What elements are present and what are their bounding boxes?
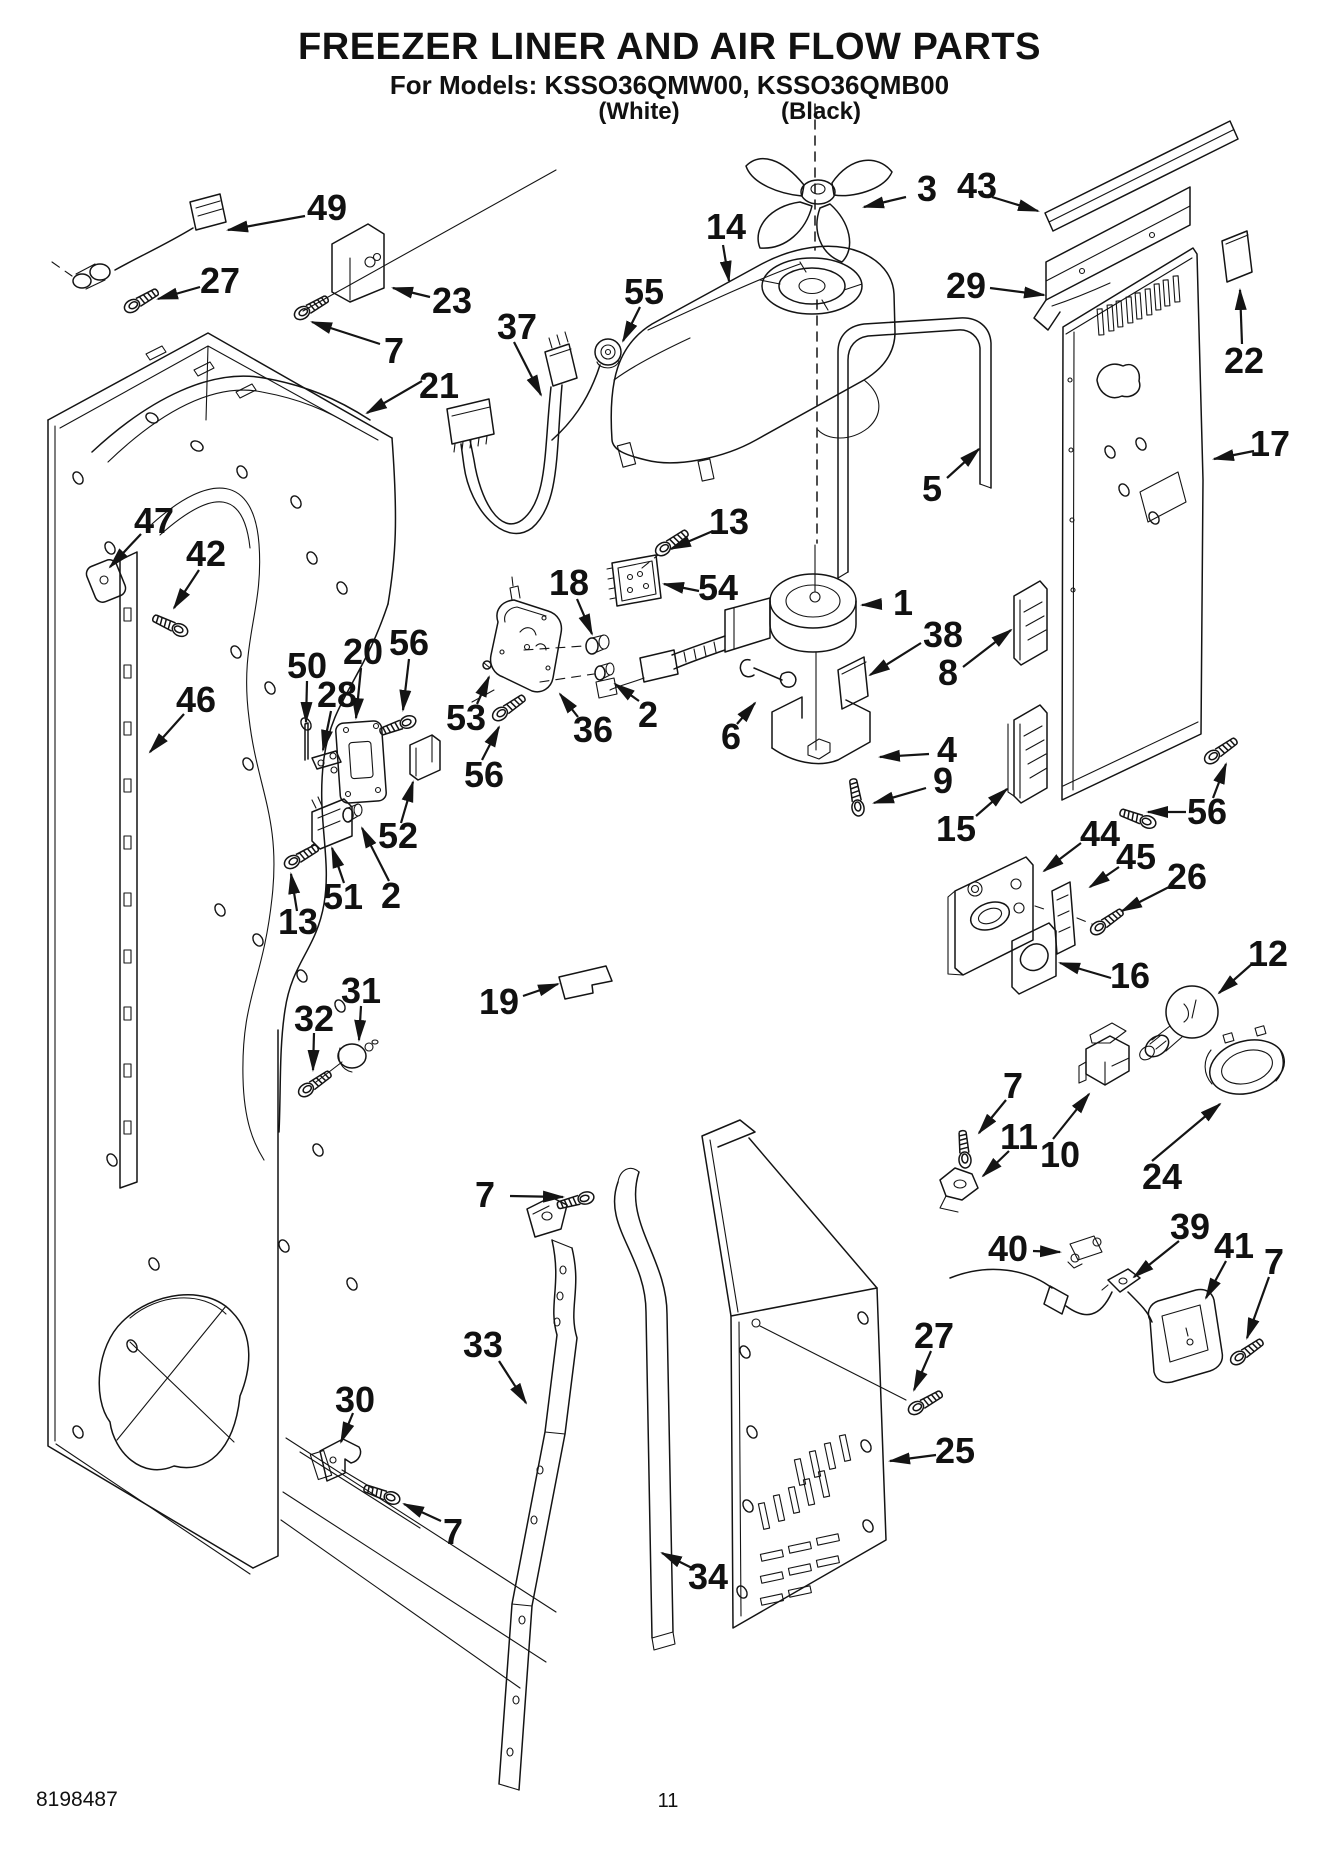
- part-duct-strip-34: [614, 1168, 675, 1650]
- callout-19: 19: [478, 981, 520, 1022]
- callout-28: 28: [316, 674, 358, 715]
- callout-22: 22: [1223, 340, 1265, 381]
- callout-11: 11: [999, 1116, 1039, 1157]
- callout-38: 38: [922, 614, 964, 655]
- callout-7: 7: [442, 1511, 464, 1552]
- part-fan-blade: [746, 104, 892, 543]
- callout-27: 27: [913, 1315, 955, 1356]
- callout-5: 5: [921, 468, 943, 509]
- callout-55: 55: [623, 271, 665, 312]
- callout-56: 56: [463, 754, 505, 795]
- models-line: For Models: KSSO36QMW00, KSSO36QMB00: [389, 70, 950, 100]
- part-grommet-screw: [295, 1040, 378, 1101]
- callout-43: 43: [956, 165, 998, 206]
- part-fan-shroud: [611, 246, 895, 481]
- part-duct-strip-33: [499, 1189, 597, 1790]
- callout-33: 33: [462, 1324, 504, 1365]
- callout-16: 16: [1109, 955, 1151, 996]
- part-air-flow-cover: [702, 1120, 946, 1628]
- callout-47: 47: [133, 500, 175, 541]
- callout-44: 44: [1079, 813, 1121, 854]
- part-harness-thermistor: [447, 332, 621, 533]
- part-switch-harness: [950, 1236, 1267, 1383]
- callout-56: 56: [388, 622, 430, 663]
- finish-label-black: (Black): [780, 98, 862, 125]
- callout-53: 53: [445, 697, 487, 738]
- page-title: FREEZER LINER AND AIR FLOW PARTS: [298, 26, 1041, 68]
- callout-52: 52: [377, 815, 419, 856]
- part-control-board: [607, 526, 692, 606]
- callout-29: 29: [945, 265, 987, 306]
- part-duct-cover-plate: [472, 577, 614, 725]
- part-mounting-channel: [1034, 187, 1190, 330]
- callout-14: 14: [705, 206, 747, 247]
- callout-7: 7: [383, 330, 405, 371]
- callout-40: 40: [987, 1228, 1029, 1269]
- callout-13: 13: [708, 501, 750, 542]
- part-insulation-card: [1222, 231, 1252, 282]
- part-retainer: [838, 318, 991, 578]
- callout-1: 1: [892, 582, 914, 623]
- part-liner-cabinet: [48, 333, 556, 1688]
- callout-34: 34: [687, 1556, 729, 1597]
- callout-2: 2: [380, 875, 402, 916]
- callout-31: 31: [340, 970, 382, 1011]
- page-number: 11: [657, 1790, 679, 1812]
- callout-36: 36: [572, 709, 614, 750]
- leader-arrows: [108, 197, 1269, 1569]
- callout-3: 3: [916, 168, 938, 209]
- part-top-trim-bar: [1045, 121, 1238, 231]
- part-rear-panel: [1062, 248, 1241, 832]
- callout-23: 23: [431, 280, 473, 321]
- document-number: 8198487: [36, 1788, 118, 1811]
- callout-49: 49: [306, 187, 348, 228]
- part-wire-tie: [740, 660, 795, 687]
- callout-7: 7: [1002, 1065, 1024, 1106]
- callout-39: 39: [1169, 1206, 1211, 1247]
- callout-45: 45: [1115, 836, 1157, 877]
- callout-46: 46: [175, 679, 217, 720]
- callout-17: 17: [1249, 423, 1291, 464]
- part-harness-defrost: [52, 170, 556, 323]
- callout-37: 37: [496, 306, 538, 347]
- callout-32: 32: [293, 998, 335, 1039]
- finish-label-white: (White): [598, 98, 680, 125]
- callout-7: 7: [1263, 1241, 1285, 1282]
- callout-8: 8: [937, 652, 959, 693]
- callout-26: 26: [1166, 856, 1208, 897]
- callout-9: 9: [932, 760, 954, 801]
- callout-27: 27: [199, 260, 241, 301]
- part-label-sticker: [559, 966, 612, 999]
- callout-51: 51: [322, 876, 364, 917]
- callout-54: 54: [697, 567, 739, 608]
- callout-42: 42: [185, 533, 227, 574]
- callout-2: 2: [637, 694, 659, 735]
- callout-15: 15: [935, 808, 977, 849]
- callout-7: 7: [474, 1174, 496, 1215]
- callout-20: 20: [342, 631, 384, 672]
- callout-24: 24: [1141, 1156, 1183, 1197]
- part-heater-plate-cluster: [281, 712, 440, 872]
- callout-56: 56: [1186, 791, 1228, 832]
- callout-13: 13: [277, 901, 319, 942]
- part-light-cluster: [940, 857, 1291, 1212]
- callout-6: 6: [720, 716, 742, 757]
- callout-4: 4: [936, 729, 958, 770]
- callout-50: 50: [286, 645, 328, 686]
- callout-30: 30: [334, 1379, 376, 1420]
- part-motor-bracket: [772, 697, 870, 818]
- callout-10: 10: [1039, 1134, 1081, 1175]
- callout-25: 25: [934, 1430, 976, 1471]
- callout-12: 12: [1247, 933, 1289, 974]
- callout-21: 21: [418, 365, 460, 406]
- callout-41: 41: [1213, 1225, 1255, 1266]
- callout-18: 18: [548, 562, 590, 603]
